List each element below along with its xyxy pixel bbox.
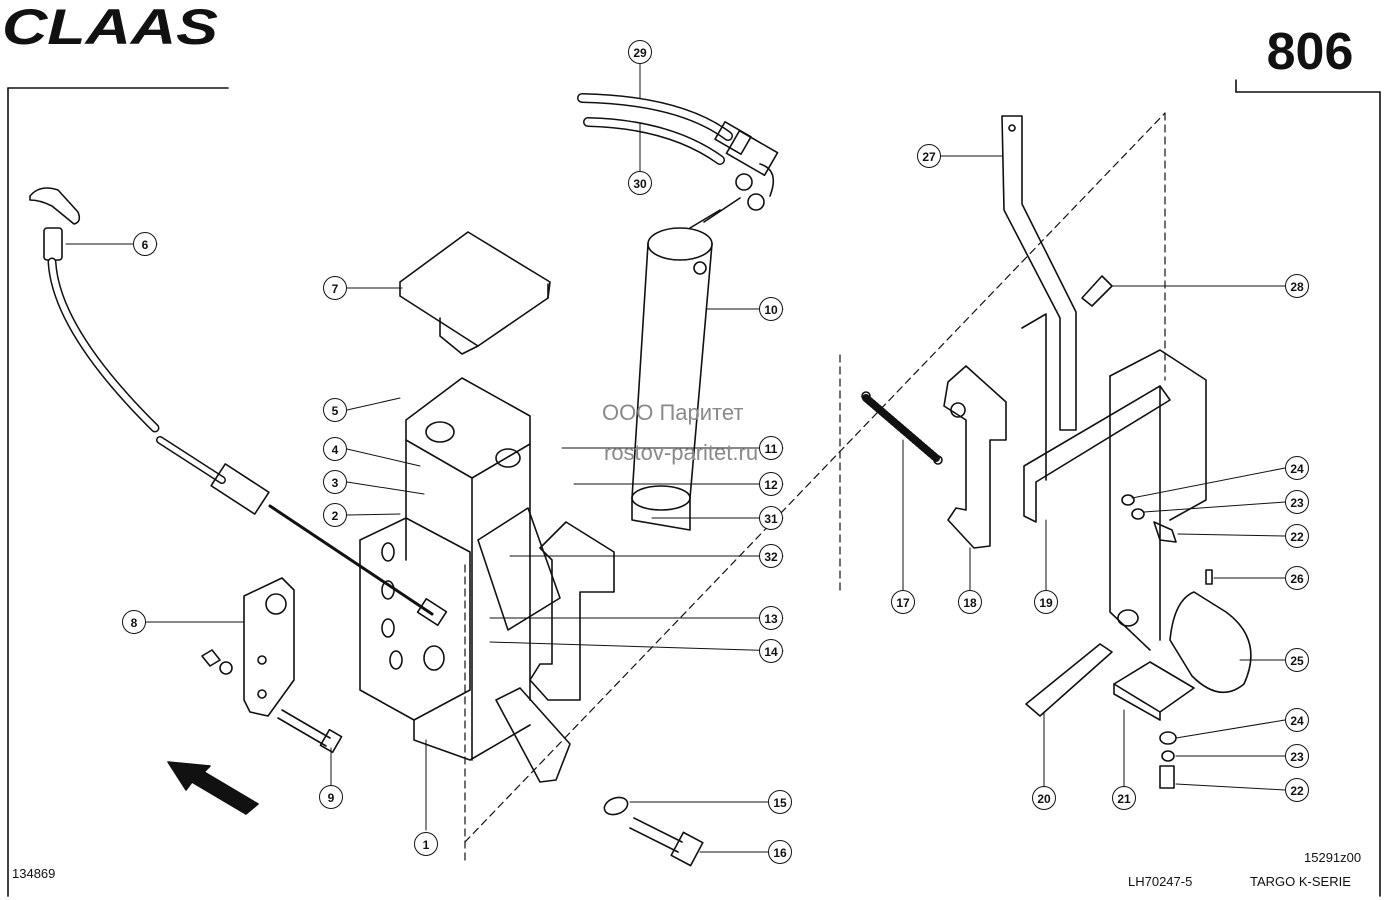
page-number: 806 <box>1266 23 1354 81</box>
callout-32: 32 <box>759 544 783 568</box>
part-9-bolt <box>277 709 343 754</box>
drawing-id: 134869 <box>12 866 56 881</box>
callout-21: 21 <box>1112 786 1136 810</box>
part-29-30-hoses <box>577 93 779 211</box>
part-20-pin <box>1025 643 1113 717</box>
callout-1: 1 <box>414 832 438 856</box>
callout-31: 31 <box>759 506 783 530</box>
claas-logo: CLAAS <box>2 0 218 52</box>
callout-16: 16 <box>768 840 792 864</box>
callout-30: 30 <box>628 171 652 195</box>
part-8-plate <box>201 577 295 717</box>
part-6-lever-cable <box>29 187 448 627</box>
part-15-16-bolt <box>603 796 704 867</box>
callout-23-upper: 23 <box>1285 490 1309 514</box>
callout-2: 2 <box>323 503 347 527</box>
callout-10: 10 <box>759 297 783 321</box>
callout-24-lower: 24 <box>1285 708 1309 732</box>
series-name: TARGO K-SERIE <box>1250 874 1351 889</box>
sheet-frame <box>7 79 1381 897</box>
callout-17: 17 <box>891 590 915 614</box>
callout-25: 25 <box>1285 648 1309 672</box>
callout-18: 18 <box>958 590 982 614</box>
callout-24-upper: 24 <box>1285 456 1309 480</box>
part-25-hook <box>1169 591 1252 694</box>
brand-name: CLAAS <box>2 0 218 52</box>
watermark-company: ООО Паритет <box>602 400 744 425</box>
part-1-bracket <box>359 377 615 783</box>
part-28-bolt <box>1081 275 1113 307</box>
callout-14: 14 <box>759 639 783 663</box>
callout-3: 3 <box>323 470 347 494</box>
callout-22-upper: 22 <box>1285 524 1309 548</box>
callout-29: 29 <box>628 40 652 64</box>
watermark-website: rostov-paritet.ru <box>604 440 759 465</box>
callout-15: 15 <box>768 790 792 814</box>
callout-28: 28 <box>1285 274 1309 298</box>
callout-26: 26 <box>1285 566 1309 590</box>
callout-6: 6 <box>133 232 157 256</box>
callout-22-lower: 22 <box>1285 778 1309 802</box>
callout-27: 27 <box>917 144 941 168</box>
callout-13: 13 <box>759 606 783 630</box>
callout-5: 5 <box>323 398 347 422</box>
part-21-plate <box>1113 661 1195 721</box>
axis-lines <box>464 112 1166 861</box>
direction-arrow <box>167 761 259 815</box>
callout-4: 4 <box>323 437 347 461</box>
drawing-number: LH70247-5 <box>1128 874 1193 889</box>
callout-8: 8 <box>122 610 146 634</box>
callout-23-lower: 23 <box>1285 744 1309 768</box>
part-19-frame <box>1021 313 1207 651</box>
part-17-spring <box>861 391 943 465</box>
part-27-arm <box>1001 115 1077 431</box>
part-7-cover <box>399 231 551 355</box>
callout-9: 9 <box>319 785 343 809</box>
callout-7: 7 <box>323 276 347 300</box>
callout-19: 19 <box>1034 590 1058 614</box>
sheet-code: 15291z00 <box>1304 850 1362 865</box>
callout-11: 11 <box>759 436 783 460</box>
leader-lines <box>65 63 1286 853</box>
part-10-cylinder <box>631 197 741 531</box>
callout-12: 12 <box>759 472 783 496</box>
callout-20: 20 <box>1032 786 1056 810</box>
part-18-hook-bracket <box>943 365 1007 549</box>
part-22-23-24-fasteners <box>1121 494 1213 789</box>
